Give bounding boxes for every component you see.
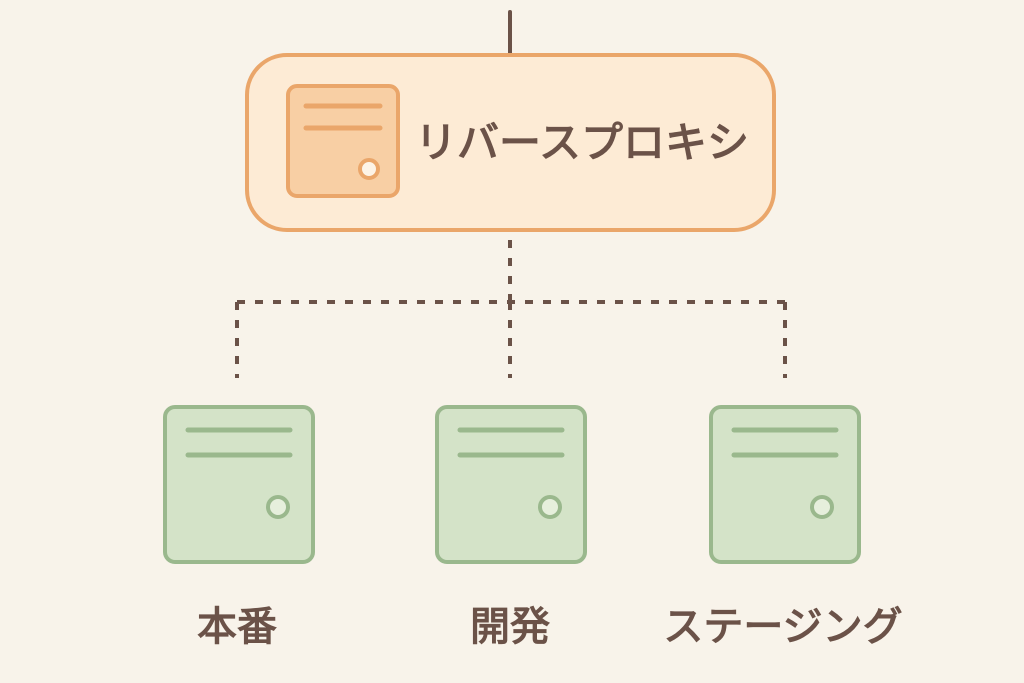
dashed-connectors [235, 240, 787, 378]
proxy-node: リバースプロキシ [245, 53, 776, 232]
server-icon [163, 405, 315, 564]
backend-node-development: 開発 [435, 405, 587, 650]
proxy-server-icon [286, 84, 400, 198]
backend-label: 開発 [470, 604, 551, 650]
server-icon [709, 405, 861, 564]
proxy-label: リバースプロキシ [415, 118, 749, 167]
server-icon [435, 405, 587, 564]
backend-label: 本番 [197, 604, 277, 650]
backend-node-staging: ステージング [663, 405, 903, 650]
backend-node-production: 本番 [163, 405, 315, 650]
backend-label: ステージング [663, 604, 902, 650]
